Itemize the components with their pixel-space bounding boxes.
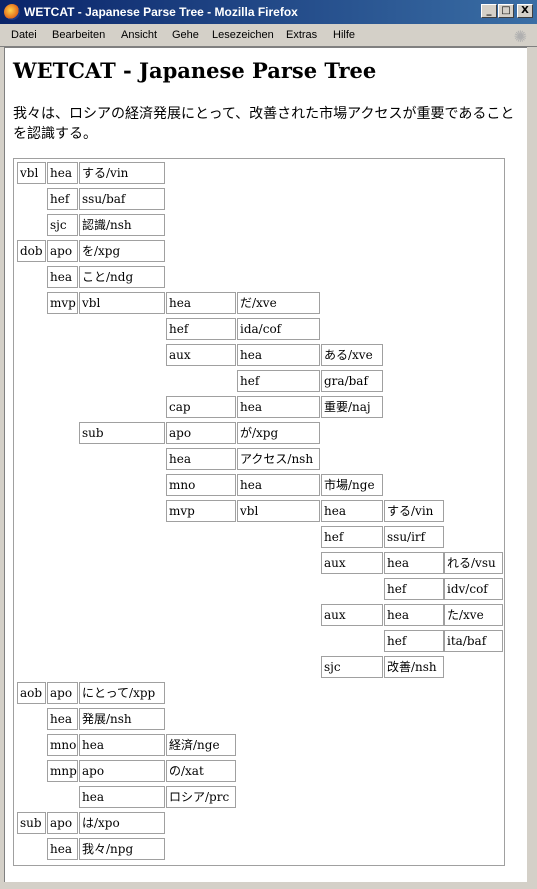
close-button[interactable]: X bbox=[517, 4, 533, 18]
tree-node: を/xpg bbox=[79, 240, 165, 262]
menu-ansicht[interactable]: Ansicht bbox=[121, 29, 158, 41]
tree-node: hea bbox=[237, 396, 320, 418]
tree-node: hea bbox=[47, 266, 78, 288]
tree-node: apo bbox=[166, 422, 236, 444]
menu-extras[interactable]: Extras bbox=[286, 29, 318, 41]
tree-node: aob bbox=[17, 682, 46, 704]
tree-node: 認識/nsh bbox=[79, 214, 165, 236]
tree-node: mvp bbox=[166, 500, 236, 522]
tree-node: ssu/irf bbox=[384, 526, 444, 548]
menu-hilfe[interactable]: Hilfe bbox=[333, 29, 356, 41]
tree-node: hea bbox=[166, 292, 236, 314]
tree-node: れる/vsu bbox=[444, 552, 503, 574]
tree-node: gra/baf bbox=[321, 370, 383, 392]
menu-lesezeichen[interactable]: Lesezeichen bbox=[212, 29, 274, 41]
menu-gehe[interactable]: Gehe bbox=[172, 29, 199, 41]
tree-node: た/xve bbox=[444, 604, 503, 626]
tree-node: sjc bbox=[47, 214, 78, 236]
tree-node: 市場/nge bbox=[321, 474, 383, 496]
page-title: WETCAT - Japanese Parse Tree bbox=[13, 58, 377, 83]
tree-node: hef bbox=[47, 188, 78, 210]
window-frame-right bbox=[527, 47, 537, 882]
tree-node: cap bbox=[166, 396, 236, 418]
tree-node: の/xat bbox=[166, 760, 236, 782]
throbber-icon: ✺ bbox=[513, 29, 527, 46]
tree-node: hea bbox=[237, 344, 320, 366]
tree-node: アクセス/nsh bbox=[237, 448, 320, 470]
tree-node: にとって/xpp bbox=[79, 682, 165, 704]
tree-node: mno bbox=[47, 734, 78, 756]
tree-node: 経済/nge bbox=[166, 734, 236, 756]
tree-node: sub bbox=[79, 422, 165, 444]
tree-node: ida/cof bbox=[237, 318, 320, 340]
tree-node: mno bbox=[166, 474, 236, 496]
title-bar: WETCAT - Japanese Parse Tree - Mozilla F… bbox=[0, 0, 537, 24]
tree-node: apo bbox=[47, 812, 78, 834]
tree-node: hea bbox=[166, 448, 236, 470]
tree-node: apo bbox=[47, 682, 78, 704]
tree-node: ある/xve bbox=[321, 344, 383, 366]
tree-node: hea bbox=[47, 162, 78, 184]
tree-node: が/xpg bbox=[237, 422, 320, 444]
tree-node: ita/baf bbox=[444, 630, 503, 652]
tree-node: 改善/nsh bbox=[384, 656, 444, 678]
tree-node: 発展/nsh bbox=[79, 708, 165, 730]
tree-node: mnp bbox=[47, 760, 78, 782]
tree-node: hef bbox=[321, 526, 383, 548]
tree-node: vbl bbox=[17, 162, 46, 184]
tree-node: hea bbox=[47, 838, 78, 860]
tree-node: apo bbox=[47, 240, 78, 262]
tree-node: hea bbox=[47, 708, 78, 730]
tree-node: する/vin bbox=[79, 162, 165, 184]
tree-node: こと/ndg bbox=[79, 266, 165, 288]
tree-node: hef bbox=[237, 370, 320, 392]
minimize-button[interactable]: _ bbox=[481, 4, 497, 18]
tree-node: hea bbox=[384, 552, 444, 574]
tree-node: hea bbox=[384, 604, 444, 626]
window-title: WETCAT - Japanese Parse Tree - Mozilla F… bbox=[24, 5, 298, 19]
tree-node: hef bbox=[384, 630, 444, 652]
maximize-button[interactable]: □ bbox=[498, 4, 514, 18]
source-sentence: 我々は、ロシアの経済発展にとって、改善された市場アクセスが重要であることを認識す… bbox=[13, 106, 515, 142]
tree-node: hef bbox=[384, 578, 444, 600]
page-content: WETCAT - Japanese Parse Tree 我々は、ロシアの経済発… bbox=[4, 47, 529, 884]
tree-node: ロシア/prc bbox=[166, 786, 236, 808]
tree-node: 我々/npg bbox=[79, 838, 165, 860]
tree-node: hea bbox=[321, 500, 383, 522]
tree-node: aux bbox=[166, 344, 236, 366]
tree-node: idv/cof bbox=[444, 578, 503, 600]
tree-node: sub bbox=[17, 812, 46, 834]
tree-node: は/xpo bbox=[79, 812, 165, 834]
menu-bearbeiten[interactable]: Bearbeiten bbox=[52, 29, 106, 41]
tree-node: hea bbox=[237, 474, 320, 496]
tree-node: sjc bbox=[321, 656, 383, 678]
tree-node: vbl bbox=[79, 292, 165, 314]
tree-node: hef bbox=[166, 318, 236, 340]
tree-node: aux bbox=[321, 552, 383, 574]
tree-node: 重要/naj bbox=[321, 396, 383, 418]
tree-node: mvp bbox=[47, 292, 78, 314]
window-frame-bottom bbox=[0, 882, 537, 889]
tree-node: dob bbox=[17, 240, 46, 262]
tree-node: hea bbox=[79, 734, 165, 756]
menu-bar: Datei Bearbeiten Ansicht Gehe Lesezeiche… bbox=[0, 24, 537, 47]
tree-node: vbl bbox=[237, 500, 320, 522]
tree-node: hea bbox=[79, 786, 165, 808]
firefox-icon bbox=[4, 4, 20, 20]
tree-node: ssu/baf bbox=[79, 188, 165, 210]
tree-node: apo bbox=[79, 760, 165, 782]
tree-node: だ/xve bbox=[237, 292, 320, 314]
tree-node: する/vin bbox=[384, 500, 444, 522]
menu-datei[interactable]: Datei bbox=[11, 29, 37, 41]
tree-node: aux bbox=[321, 604, 383, 626]
